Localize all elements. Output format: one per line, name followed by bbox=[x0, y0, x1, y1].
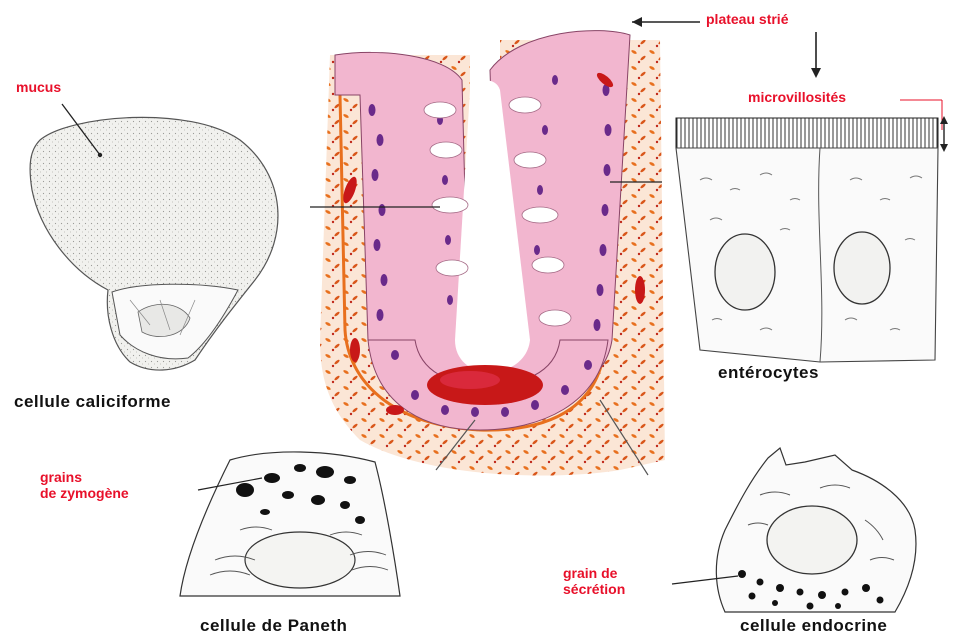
microvillus-height-arrowhead-down bbox=[940, 144, 948, 152]
caption-paneth-cell: cellule de Paneth bbox=[200, 617, 347, 635]
microvillosites-label: microvillosités bbox=[748, 90, 846, 105]
plateau-strie-arrowhead bbox=[632, 17, 642, 27]
crypt-drawing bbox=[320, 31, 665, 476]
microvillus-down-arrowhead bbox=[811, 68, 821, 78]
zymogen-label-line1: grains bbox=[40, 470, 82, 485]
paneth-cell-drawing bbox=[180, 452, 400, 596]
zymogen-label-line2: de zymogène bbox=[40, 486, 129, 501]
mucus-pointer-dot bbox=[98, 153, 102, 157]
endocrine-cell-drawing bbox=[716, 448, 916, 612]
secretion-label-line2: sécrétion bbox=[563, 582, 625, 597]
mucus-label: mucus bbox=[16, 80, 61, 95]
secretion-label-line1: grain de bbox=[563, 566, 617, 581]
caption-goblet-cell: cellule caliciforme bbox=[14, 393, 171, 411]
caption-enterocytes: entérocytes bbox=[718, 364, 819, 382]
goblet-cell-drawing bbox=[30, 117, 278, 370]
enterocytes-drawing bbox=[676, 118, 938, 362]
plateau-strie-label: plateau strié bbox=[706, 12, 788, 27]
caption-endocrine-cell: cellule endocrine bbox=[740, 617, 887, 635]
microvillus-height-arrowhead-up bbox=[940, 116, 948, 124]
